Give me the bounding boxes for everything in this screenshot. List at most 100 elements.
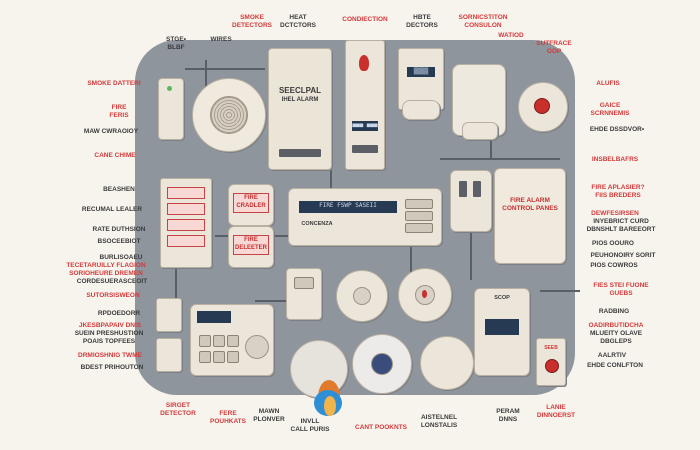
label-aalrtiv: AALRTIV bbox=[597, 352, 627, 359]
flush-heat-detector bbox=[352, 334, 412, 394]
label-peuhonoiry-sorit: PEUHONOIRY SORIT bbox=[590, 252, 656, 259]
detector-display: ■■■ ■■■ bbox=[352, 121, 378, 131]
label-fere-pouhkats: FERE POUHKATS bbox=[210, 410, 246, 425]
manual-call-point: SEEB bbox=[536, 338, 566, 386]
keypad-controller bbox=[190, 304, 274, 376]
flame-icon bbox=[359, 55, 369, 71]
label-suein-preshustion: SUEIN PRESHUSTION POAIS TOPFEES bbox=[74, 330, 144, 345]
keypad-button[interactable] bbox=[199, 351, 211, 363]
keypad-button[interactable] bbox=[213, 351, 225, 363]
wall-detector bbox=[286, 268, 322, 320]
label-burlisoaeu: BURLISOAEU bbox=[99, 254, 143, 261]
keypad-button[interactable] bbox=[227, 351, 239, 363]
label-heat-detectors: HEAT DCTCTORS bbox=[280, 14, 316, 29]
label-gaice-scrnnemis: GAICE SCRNNEMIS bbox=[590, 102, 630, 117]
label-bdest-prihouton: BDEST PRIHOUTON bbox=[80, 364, 144, 371]
relay-cabinet bbox=[160, 178, 212, 268]
label-rpdoedorr: RPDOEDORR bbox=[97, 310, 141, 317]
fire-cradler-module: FIRE CRADLER bbox=[228, 184, 274, 226]
label-condiection: CONDIECTION bbox=[342, 16, 388, 23]
label-hbte-detectors: HBTE DECTORS bbox=[406, 14, 438, 29]
sensor-cap bbox=[371, 353, 393, 375]
label-sirget-detector: SIRGET DETECTOR bbox=[160, 402, 196, 417]
label-fire-feris: FIRE FERIS bbox=[109, 104, 129, 119]
relay-strip bbox=[167, 187, 205, 199]
panel-button[interactable] bbox=[405, 223, 433, 233]
heat-detector-panel: SEECLPAL IHEL ALARM bbox=[268, 48, 332, 170]
label-pios-cowros: PIOS COWROS bbox=[590, 262, 638, 269]
panel-button[interactable] bbox=[405, 211, 433, 221]
label-sornicstiton: SORNICSTITON CONSULON bbox=[458, 14, 508, 29]
label-pios-oouro: PIOS OOURO bbox=[592, 240, 634, 247]
surface-detector bbox=[420, 336, 474, 390]
label-aistelnel: AISTELNEL LONSTALIS bbox=[420, 414, 458, 429]
wire bbox=[470, 220, 472, 280]
main-control-panel: FIRE FSWP SASEII CONCENZA bbox=[288, 188, 442, 246]
wire bbox=[175, 265, 177, 300]
sensor-cap bbox=[353, 287, 371, 305]
label-cant-pooknts: CANT POOKNTS bbox=[355, 424, 407, 431]
label-lanie-dinnoerst: LANIE DINNOERST bbox=[536, 404, 576, 419]
panel-screen bbox=[485, 319, 519, 335]
indicator-light bbox=[167, 86, 172, 91]
keypad-button[interactable] bbox=[227, 335, 239, 347]
label-maw-cwraoioy: MAW CWRAOIOY bbox=[83, 128, 139, 135]
wire bbox=[540, 290, 580, 292]
label-peram-dnns: PERAM DNNS bbox=[496, 408, 520, 423]
label-fire-aplasier: FIRE APLASIER? FIIS BREDERS bbox=[591, 184, 645, 199]
conduction-detector: ■■■ ■■■ bbox=[345, 40, 385, 170]
label-ehde-dssdvor: EHDE DSSDVOR• bbox=[589, 126, 645, 133]
wire bbox=[410, 245, 412, 295]
label-dewfesirsen: DEWFESIRSEN bbox=[591, 210, 639, 217]
breaker-switch bbox=[473, 181, 481, 197]
label-inyebrict-curo: INYEBRICT CURD DBNSHLT BAREEORT bbox=[586, 218, 656, 233]
keypad-dial[interactable] bbox=[245, 335, 269, 359]
fire-deleeter-tag: FIRE DELEETER bbox=[233, 235, 269, 255]
label-oadirbutidcha: OADIRBUTIDCHA bbox=[588, 322, 644, 329]
wire bbox=[440, 158, 560, 160]
wire bbox=[205, 60, 207, 100]
label-rate-duthsion: RATE DUTHSION bbox=[92, 226, 146, 233]
label-insbelbafrs: INSBELBAFRS bbox=[591, 156, 639, 163]
flame-logo bbox=[312, 376, 346, 424]
fire-cradler-tag: FIRE CRADLER bbox=[233, 193, 269, 213]
label-invll-call: INVLL CALL PURIS bbox=[290, 418, 330, 433]
label-wires: WIRES bbox=[210, 36, 232, 43]
detector-base bbox=[402, 100, 440, 120]
vent-grille bbox=[352, 145, 378, 153]
heat-panel-title: SEECLPAL bbox=[278, 86, 322, 95]
panel-with-screen: SCOP bbox=[474, 288, 530, 376]
keypad-button[interactable] bbox=[213, 335, 225, 347]
label-mlueity-olave: MLUEITY OLAVE DBGLEPS bbox=[589, 330, 643, 345]
pull-station-small bbox=[156, 338, 182, 372]
label-smoke-datteri: SMOKE DATTERI bbox=[87, 80, 141, 87]
label-watiod: WATIOD bbox=[498, 32, 524, 39]
fire-deleeter-module: FIRE DELEETER bbox=[228, 226, 274, 268]
wire bbox=[255, 300, 315, 302]
label-alufis: ALUFIS bbox=[596, 80, 620, 87]
vent-grille bbox=[279, 149, 321, 157]
heat-panel-subtitle: IHEL ALARM bbox=[281, 97, 319, 103]
keypad-button[interactable] bbox=[199, 335, 211, 347]
detector-display-small: ▒▒▒▒ bbox=[407, 67, 435, 77]
label-beashen: BEASHEN bbox=[103, 186, 135, 193]
breaker-box bbox=[450, 170, 492, 232]
label-jkesbpapaiv-dnis: JKESBPAPAIV DNIS bbox=[78, 322, 142, 329]
breaker-switch bbox=[459, 181, 467, 197]
relay-strip bbox=[167, 235, 205, 247]
label-sutfrace-oop: SUTFRACE OOP bbox=[536, 40, 572, 55]
keypad-display bbox=[197, 311, 231, 323]
alarm-red-lamp bbox=[534, 98, 550, 114]
label-fies-steifuone: FIES STEI FUONE GUEBS bbox=[593, 282, 649, 297]
main-panel-tag: CONCENZA bbox=[301, 221, 333, 227]
flame-icon bbox=[422, 290, 427, 298]
label-sutorsisweon: SUTORSISWEON bbox=[86, 292, 140, 299]
label-recumal-lealer: RECUMAL LEALER bbox=[81, 206, 143, 213]
label-tecetaruilly: TECETARUILLY FLAGION SORIOHEURE DREMEN bbox=[66, 262, 146, 277]
panel-button[interactable] bbox=[405, 199, 433, 209]
scop-label: SCOP bbox=[494, 295, 510, 301]
wire bbox=[185, 68, 265, 70]
call-point-button[interactable] bbox=[545, 359, 559, 373]
pull-station-small bbox=[156, 298, 182, 332]
